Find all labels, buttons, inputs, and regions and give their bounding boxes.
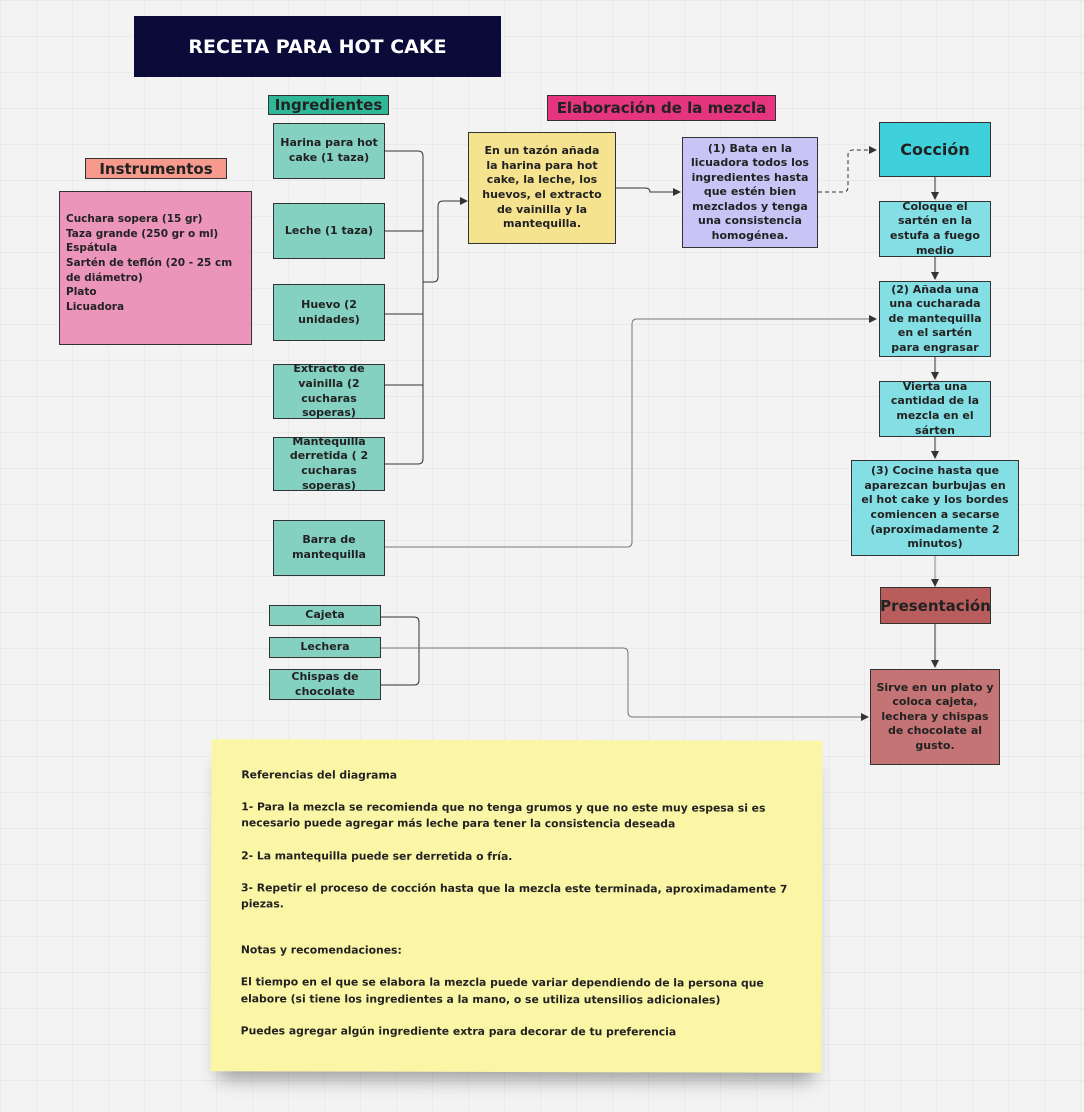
ingredientes-header-text: Ingredientes xyxy=(274,96,383,114)
ingrediente-leche-text: Leche (1 taza) xyxy=(284,223,374,237)
presentacion-step-text: Sirve en un plato y coloca cajeta, leche… xyxy=(876,680,994,752)
barra-mantequilla: Barra de mantequilla xyxy=(273,520,385,576)
nota-1: El tiempo en el que se elabora la mezcla… xyxy=(240,975,764,1007)
ingrediente-vainilla: Extracto de vainilla (2 cucharas soperas… xyxy=(273,362,385,420)
coccion-header: Cocción xyxy=(879,122,991,177)
instrumento-item: Cuchara sopera (15 gr) xyxy=(66,213,203,225)
presentacion-step: Sirve en un plato y coloca cajeta, leche… xyxy=(870,669,1000,765)
coccion-step-4: (3) Cocine hasta que aparezcan burbujas … xyxy=(851,460,1019,556)
ingrediente-mantequilla: Mantequilla derretida ( 2 cucharas soper… xyxy=(273,434,385,492)
ingrediente-vainilla-text: Extracto de vainilla (2 cucharas soperas… xyxy=(293,362,365,420)
barra-mantequilla-text: Barra de mantequilla xyxy=(292,533,366,561)
ref-3: 3- Repetir el proceso de cocción hasta q… xyxy=(240,881,788,911)
elaboracion-tazon-text: En un tazón añada la harina para hot cak… xyxy=(482,144,602,231)
elaboracion-tazon: En un tazón añada la harina para hot cak… xyxy=(468,132,616,244)
coccion-step-3: Vierta una cantidad de la mezcla en el s… xyxy=(879,379,991,437)
coccion-step-2: (2) Añada una una cucharada de mantequil… xyxy=(879,281,991,357)
topping-chispas: Chispas de chocolate xyxy=(269,669,381,700)
ref-1: 1- Para la mezcla se recomienda que no t… xyxy=(241,800,766,831)
coccion-step-3-text: Vierta una cantidad de la mezcla en el s… xyxy=(890,379,980,437)
instrumentos-header-text: Instrumentos xyxy=(99,159,213,178)
topping-lechera: Lechera xyxy=(269,637,381,658)
ref-title: Referencias del diagrama xyxy=(241,768,398,782)
ingrediente-harina: Harina para hot cake (1 taza) xyxy=(273,123,385,179)
topping-cajeta-text: Cajeta xyxy=(305,608,345,622)
ingrediente-harina-text: Harina para hot cake (1 taza) xyxy=(280,136,378,164)
elaboracion-licuadora: (1) Bata en la licuadora todos los ingre… xyxy=(682,137,818,248)
coccion-step-4-text: (3) Cocine hasta que aparezcan burbujas … xyxy=(861,464,1009,551)
coccion-step-1: Coloque el sartén en la estufa a fuego m… xyxy=(879,199,991,257)
coccion-step-1-text: Coloque el sartén en la estufa a fuego m… xyxy=(890,199,980,257)
nota-2: Puedes agregar algún ingrediente extra p… xyxy=(240,1023,677,1039)
elaboracion-header: Elaboración de la mezcla xyxy=(547,95,776,121)
notes-sticky: Referencias del diagrama 1- Para la mezc… xyxy=(210,739,823,1073)
ingrediente-mantequilla-text: Mantequilla derretida ( 2 cucharas soper… xyxy=(289,434,369,492)
ingrediente-leche: Leche (1 taza) xyxy=(273,203,385,259)
topping-cajeta: Cajeta xyxy=(269,605,381,626)
instrumento-item: Sartén de teflón (20 - 25 cm de diámetro… xyxy=(66,257,236,284)
instrumentos-header: Instrumentos xyxy=(85,158,227,179)
notas-title: Notas y recomendaciones: xyxy=(240,943,402,957)
diagram-title-text: RECETA PARA HOT CAKE xyxy=(188,35,447,58)
ingredientes-header: Ingredientes xyxy=(268,95,389,115)
instrumento-item: Taza grande (250 gr o ml) xyxy=(66,227,219,240)
instrumentos-list: Cuchara sopera (15 gr) Taza grande (250 … xyxy=(59,191,252,345)
ingrediente-huevo-text: Huevo (2 unidades) xyxy=(298,297,360,326)
coccion-step-2-text: (2) Añada una una cucharada de mantequil… xyxy=(888,282,982,354)
topping-lechera-text: Lechera xyxy=(300,640,350,654)
diagram-title: RECETA PARA HOT CAKE xyxy=(134,16,501,77)
presentacion-header: Presentación xyxy=(880,587,991,624)
elaboracion-licuadora-text: (1) Bata en la licuadora todos los ingre… xyxy=(691,141,809,242)
ingrediente-huevo: Huevo (2 unidades) xyxy=(273,284,385,341)
ref-2: 2- La mantequilla puede ser derretida o … xyxy=(241,848,513,863)
coccion-header-text: Cocción xyxy=(900,140,970,159)
elaboracion-header-text: Elaboración de la mezcla xyxy=(556,99,767,117)
instrumento-item: Espátula xyxy=(66,242,118,255)
instrumento-item: Licuadora xyxy=(66,301,125,314)
topping-chispas-text: Chispas de chocolate xyxy=(291,669,359,698)
presentacion-header-text: Presentación xyxy=(880,596,991,615)
instrumento-item: Plato xyxy=(66,286,97,299)
